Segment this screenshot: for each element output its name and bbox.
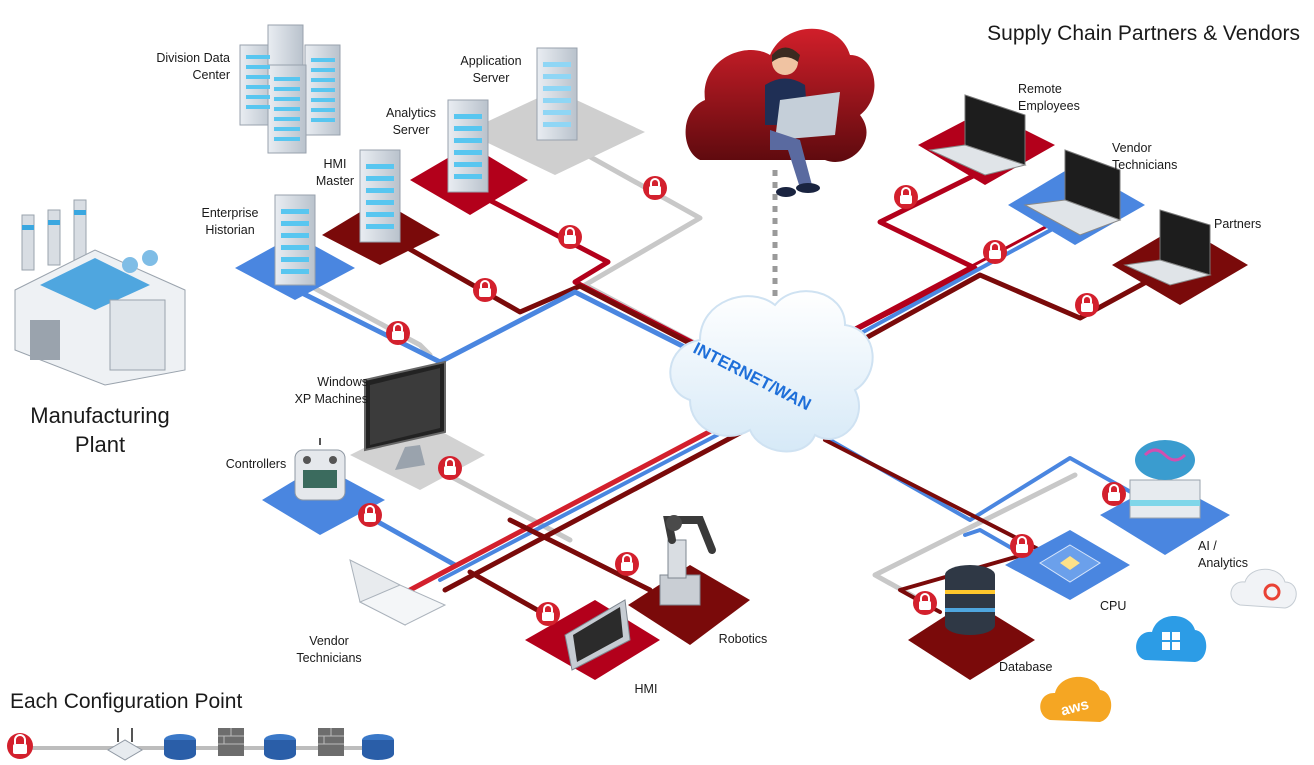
lock-icon: [1010, 534, 1034, 558]
server-racks: [239, 24, 578, 286]
link-database-darkred: [823, 438, 1042, 614]
laptop-icon: [349, 559, 447, 626]
lock-icon: [7, 733, 33, 759]
switch-icon: [164, 734, 196, 760]
link-vendor-right-blue: [828, 223, 1062, 352]
google-cloud-icon: [1230, 568, 1297, 609]
lock-icon: [643, 176, 667, 200]
lock-icon: [536, 602, 560, 626]
factory-icon: [14, 199, 186, 386]
server-icon: [274, 194, 316, 286]
firewall-icon: [318, 728, 344, 756]
link-vendor-left-red: [407, 402, 763, 593]
lock-icon: [615, 552, 639, 576]
lock-icon: [1075, 293, 1099, 317]
link-remote-employees: [817, 172, 978, 351]
laptop-icon: [1023, 149, 1122, 236]
lock-icon: [894, 185, 918, 209]
cpu-chip-icon: [1039, 544, 1101, 583]
configuration-point-chain: [7, 728, 394, 761]
firewall-icon: [218, 728, 244, 756]
switch-icon: [264, 734, 296, 760]
label-controllers: Controllers: [226, 457, 286, 471]
aws-label: aws: [1059, 696, 1091, 720]
router-icon: [107, 728, 143, 761]
server-icon: [536, 47, 578, 141]
lock-icon: [558, 225, 582, 249]
link-vendor-left-blue: [438, 408, 767, 582]
server-icon: [447, 99, 489, 193]
heading-plant-line1: Manufacturing: [30, 403, 169, 428]
lock-icon: [438, 456, 462, 480]
link-robotics: [507, 517, 653, 593]
link-ai-analytics: [828, 438, 1147, 522]
link-enterprise-historian-gray: [287, 272, 433, 358]
label-cpu: CPU: [1100, 599, 1126, 613]
database-icon: [945, 565, 995, 635]
monitor-icon: [364, 360, 446, 470]
aws-cloud-icon: aws: [1040, 676, 1112, 722]
link-partners: [832, 272, 1153, 358]
link-enterprise-historian-blue: [297, 289, 763, 388]
label-hmi: HMI: [635, 682, 658, 696]
ai-brain-icon: [1129, 440, 1201, 519]
link-vendor-left-darkred: [442, 414, 773, 593]
hmi-tablet-icon: [564, 599, 631, 671]
lock-icon: [386, 321, 410, 345]
lock-icon: [1102, 482, 1126, 506]
lock-icon: [473, 278, 497, 302]
link-vendor-right-red: [823, 220, 1057, 346]
heading-partners: Supply Chain Partners & Vendors: [987, 22, 1300, 45]
platform-database: [908, 600, 1035, 680]
lock-icon: [913, 591, 937, 615]
label-database: Database: [999, 660, 1053, 674]
server-icon: [239, 24, 341, 154]
internet-wan-cloud: INTERNET/WAN: [669, 290, 874, 453]
laptop-icon: [928, 94, 1027, 176]
link-hmi-master: [382, 232, 748, 375]
lock-icon: [358, 503, 382, 527]
lock-icon: [983, 240, 1007, 264]
laptop-icon: [1123, 209, 1212, 286]
robot-arm-icon: [659, 515, 716, 606]
server-icon: [359, 149, 401, 243]
cloud-user-icon: [685, 28, 875, 197]
locks: [358, 176, 1126, 626]
controller-icon: [294, 438, 346, 501]
label-ai-analytics: AI /Analytics: [1198, 539, 1248, 570]
label-robotics: Robotics: [719, 632, 768, 646]
heading-plant-line2: Plant: [75, 432, 125, 457]
label-partners: Partners: [1214, 217, 1261, 231]
heading-configuration-point: Each Configuration Point: [10, 690, 242, 713]
azure-cloud-icon: [1136, 616, 1207, 662]
switch-icon: [362, 734, 394, 760]
